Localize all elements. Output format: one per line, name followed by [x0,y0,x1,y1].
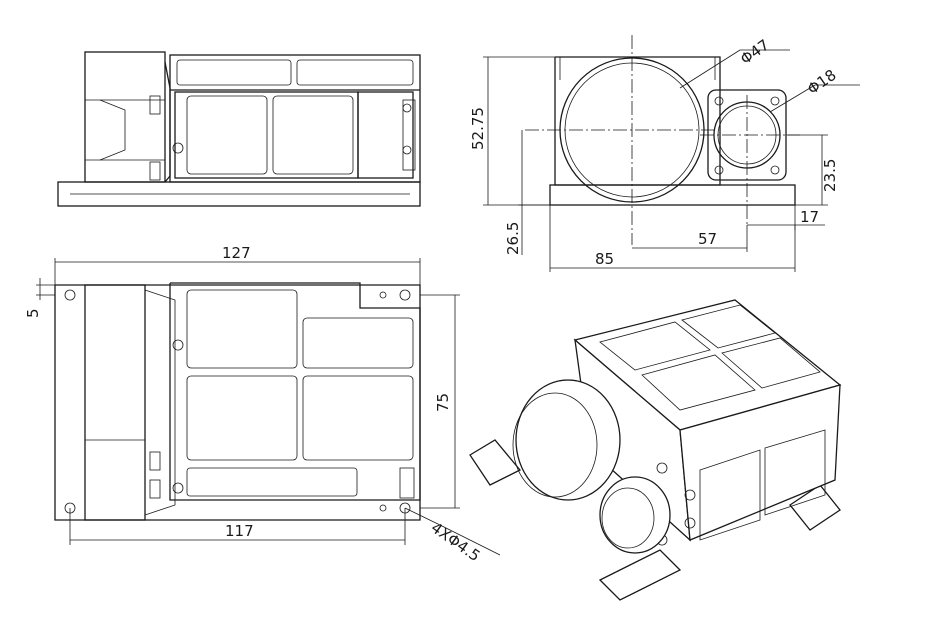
front-base [549,184,796,206]
dim-hole-spacing: 117 [225,522,254,540]
dim-front-width: 85 [595,250,614,268]
dim-flange-offset: 5 [24,308,42,318]
side-main-body [169,54,421,183]
dim-small-lens-offset: 17 [800,208,819,226]
front-view: Φ47 Φ18 52.75 26.5 23.5 17 57 85 [469,35,860,272]
top-main-body [169,282,421,501]
side-view [57,51,421,207]
dim-body-depth: 75 [434,393,452,412]
dim-large-lens-height: 26.5 [504,222,522,255]
dim-lens-center-distance: 57 [698,230,717,248]
dim-small-lens-height: 23.5 [821,159,839,192]
top-base-plate [54,284,421,521]
iso-large-lens [515,379,621,501]
dim-total-length: 127 [222,244,251,262]
dim-large-lens-diameter: Φ47 [737,36,773,68]
side-lens-housing [84,51,166,183]
dim-mount-holes: 4XΦ4.5 [428,519,484,566]
dim-total-height: 52.75 [469,107,487,150]
isometric-view [469,299,842,601]
top-view: 127 5 75 117 4XΦ4.5 [24,244,501,566]
iso-small-lens [599,476,671,554]
dim-small-lens-diameter: Φ18 [804,66,840,98]
